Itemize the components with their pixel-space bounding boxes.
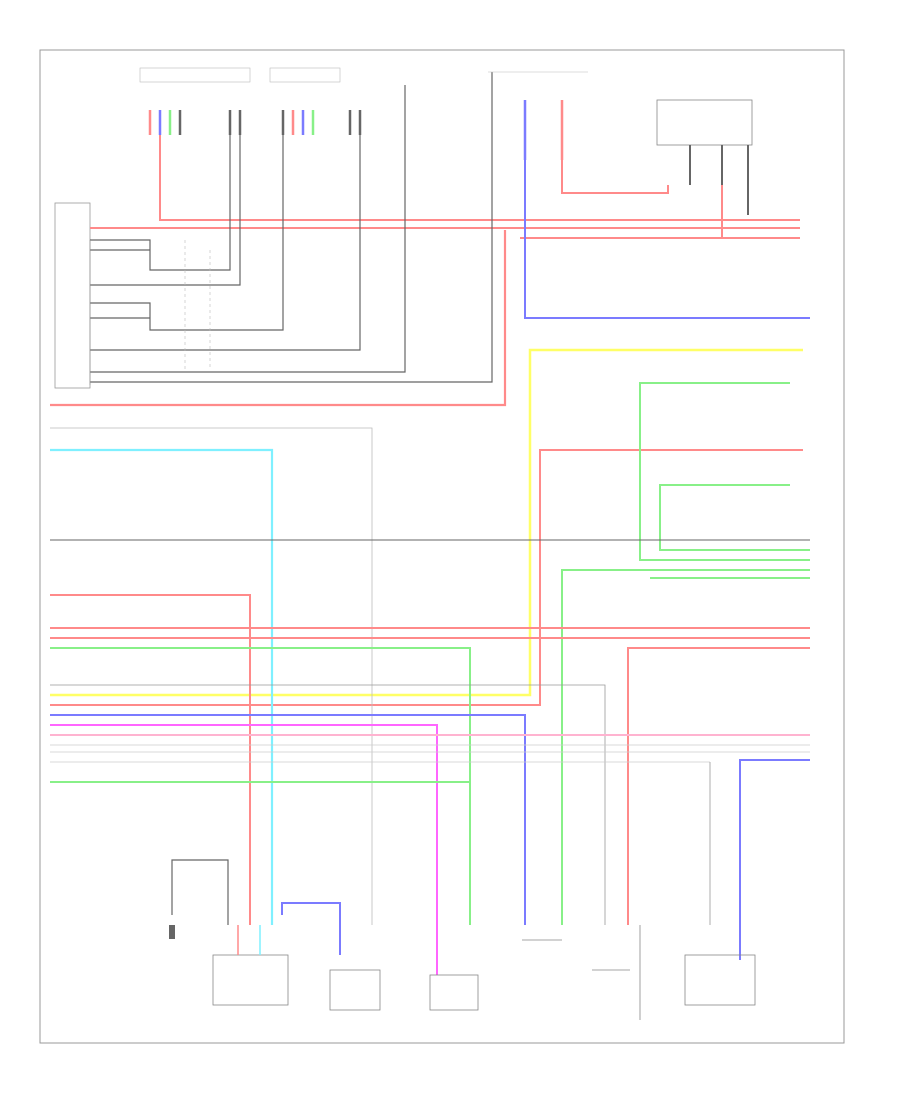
control-module-box: [54, 202, 91, 389]
top-connector-group-1: [139, 67, 251, 135]
light-wire-long: [50, 427, 373, 925]
left-dashed-links: [184, 240, 211, 370]
green-right-harness: [561, 382, 810, 925]
upper-red-harness: [90, 135, 800, 239]
bottom-component-6: [592, 925, 641, 1020]
top-connector-group-2: [269, 67, 362, 135]
yellow-wire: [50, 348, 803, 697]
blue-wire-right-lower: [739, 759, 810, 960]
gray-wire-b: [50, 684, 606, 925]
bottom-component-3: [329, 969, 381, 1011]
bottom-component-7: [684, 954, 756, 1006]
cyan-wire: [50, 448, 274, 925]
blue-wire-lower: [50, 714, 526, 925]
bottom-component-4: [429, 974, 479, 1011]
top-right-module: [656, 99, 753, 215]
top-fuse-group: [404, 72, 493, 160]
diagram-frame: [39, 49, 845, 1044]
top-relay-group: [488, 71, 588, 160]
bottom-component-2: [212, 902, 341, 1006]
red-wire-d: [627, 647, 810, 925]
green-wire-a: [50, 647, 471, 925]
red-wire-right-mid: [50, 449, 803, 706]
red-wire-left-mid: [50, 230, 507, 407]
left-gray-harness: [89, 135, 493, 385]
red-wire-a: [50, 594, 251, 925]
magenta-wire: [50, 724, 438, 975]
bottom-component-1: [169, 859, 229, 939]
blue-wire-right: [524, 160, 810, 319]
